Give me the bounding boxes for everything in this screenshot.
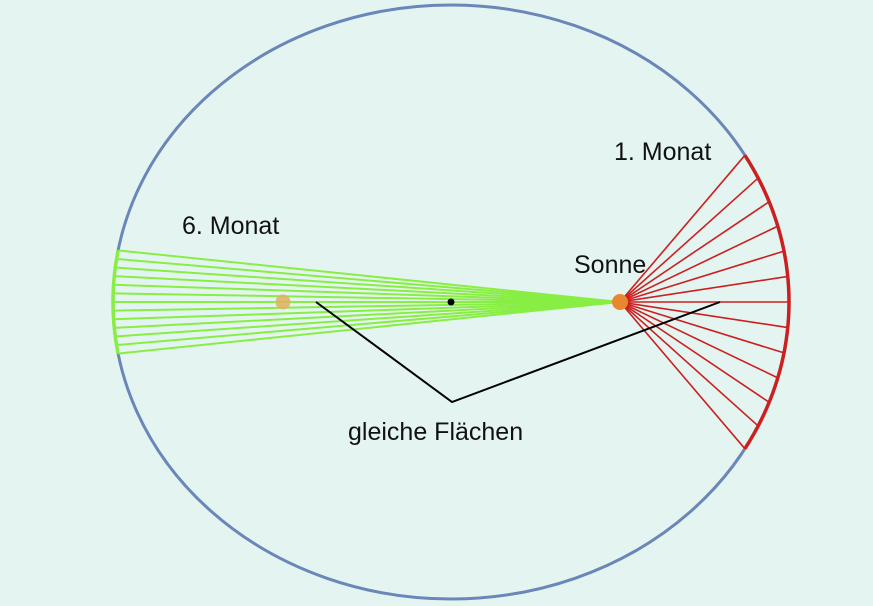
month6-ray xyxy=(115,266,621,303)
month1-ray xyxy=(619,301,785,354)
month1-ray xyxy=(619,154,746,303)
month1-label: 1. Monat xyxy=(614,138,712,166)
month1-ray xyxy=(619,177,759,303)
month6-ray xyxy=(113,292,621,303)
month6-ray xyxy=(113,283,621,303)
month6-ray xyxy=(114,275,621,303)
month1-ray xyxy=(619,301,770,403)
month6-ray xyxy=(114,301,621,329)
month1-ray xyxy=(619,301,779,379)
month1-ray xyxy=(619,301,788,329)
month6-ray xyxy=(113,301,621,321)
month1-ray xyxy=(619,301,759,427)
empty-focus xyxy=(275,294,291,310)
month6-ray xyxy=(115,301,621,338)
month6-ray xyxy=(116,301,621,347)
sun-label: Sonne xyxy=(574,251,647,279)
month6-arc xyxy=(111,250,120,354)
equal-areas-label: gleiche Flächen xyxy=(348,418,524,446)
month1-arc xyxy=(743,154,791,450)
month6-ray xyxy=(113,301,621,312)
month6-ray xyxy=(118,249,621,303)
month6-ray xyxy=(118,301,621,355)
month6-ray xyxy=(116,257,621,303)
month1-ray xyxy=(619,201,770,303)
month1-ray xyxy=(619,225,779,303)
ellipse-center-dot xyxy=(447,298,455,306)
month1-ray xyxy=(619,301,746,450)
month6-sector xyxy=(111,249,621,355)
month1-ray xyxy=(619,250,785,303)
sun xyxy=(612,294,628,310)
month1-sector xyxy=(619,154,791,450)
month1-ray xyxy=(619,275,788,303)
pointer-lines xyxy=(315,301,721,404)
month6-label: 6. Monat xyxy=(182,212,280,240)
